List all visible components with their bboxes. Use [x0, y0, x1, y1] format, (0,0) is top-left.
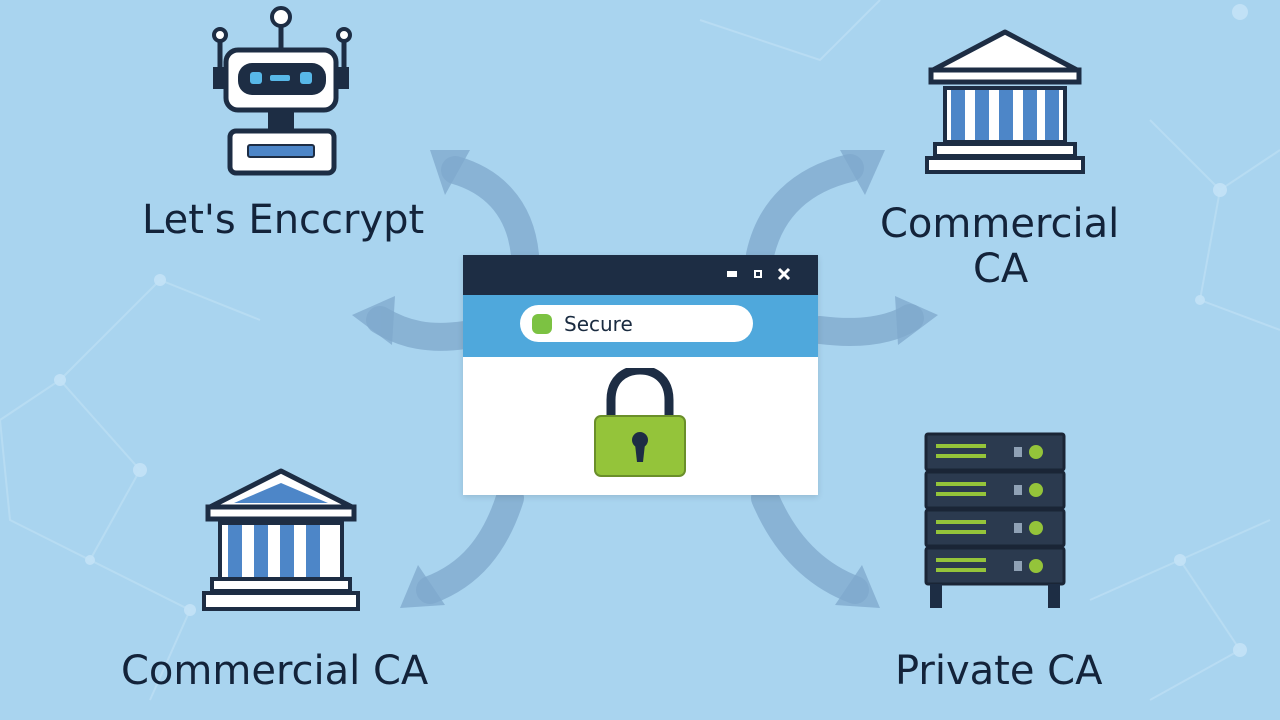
padlock-icon — [594, 368, 686, 477]
url-field[interactable]: Secure — [520, 305, 753, 342]
commercial-ca-label-bottom: Commercial CA — [121, 648, 429, 694]
lets-encrypt-label: Let's Enccrypt — [142, 197, 425, 243]
private-ca-label: Private CA — [895, 648, 1103, 694]
maximize-icon[interactable] — [751, 267, 765, 281]
browser-titlebar — [463, 255, 818, 295]
minimize-icon[interactable] — [725, 267, 739, 281]
commercial-ca-label-top-line1: Commercial — [880, 201, 1120, 247]
bank-building-icon — [925, 29, 1085, 174]
commercial-ca-label-top-line2: CA — [973, 246, 1029, 292]
robot-icon — [212, 6, 352, 176]
close-icon[interactable] — [777, 267, 791, 281]
bank-building-icon — [202, 468, 360, 611]
secure-label: Secure — [564, 312, 633, 336]
server-rack-icon — [924, 432, 1066, 608]
browser-window: Secure — [463, 255, 818, 495]
address-bar: Secure — [463, 295, 818, 357]
secure-lock-icon — [532, 314, 552, 334]
